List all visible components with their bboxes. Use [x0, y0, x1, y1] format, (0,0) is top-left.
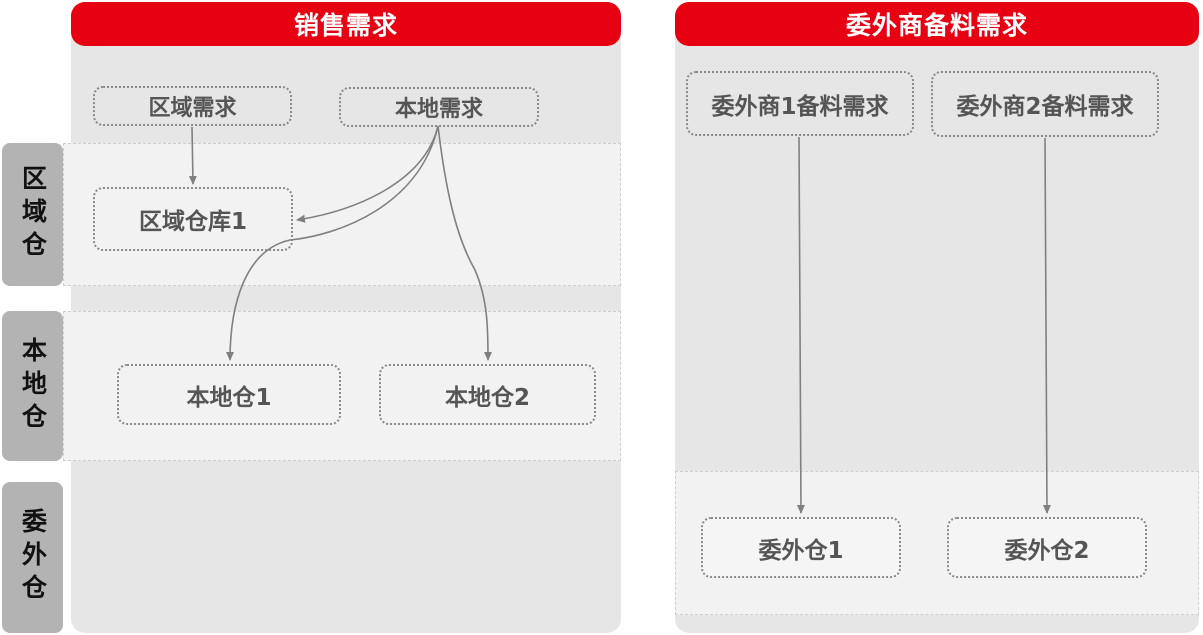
local-warehouse-1-node: 本地仓1: [117, 364, 341, 425]
regional-demand-node: 区域需求: [93, 86, 292, 126]
outsource-warehouse-2-label: 委外仓2: [1004, 537, 1090, 564]
vendor1-demand-node: 委外商1备料需求: [686, 71, 914, 136]
local-demand-label: 本地需求: [394, 97, 483, 122]
side-tab-local-label: 本地仓: [18, 336, 48, 436]
local-warehouse-2-node: 本地仓2: [379, 364, 596, 425]
side-tab-outsource-label: 委外仓: [18, 508, 48, 607]
regional-warehouse-1-node: 区域仓库1: [93, 187, 293, 251]
local-warehouse-2-label: 本地仓2: [444, 384, 530, 411]
regional-warehouse-1-label: 区域仓库1: [138, 209, 247, 235]
outsource-warehouse-1-node: 委外仓1: [701, 517, 901, 578]
side-tab-regional-label: 区域仓: [18, 165, 48, 264]
regional-demand-label: 区域需求: [148, 96, 237, 121]
sales-demand-header: 销售需求: [71, 2, 621, 46]
vendor2-demand-label: 委外商2备料需求: [956, 94, 1134, 120]
local-demand-node: 本地需求: [339, 87, 539, 127]
outsource-demand-header: 委外商备料需求: [675, 2, 1199, 46]
outsource-warehouse-1-label: 委外仓1: [758, 537, 844, 564]
sales-demand-title: 销售需求: [293, 11, 398, 40]
side-tab-outsource: 委外仓: [2, 482, 63, 633]
side-tab-local: 本地仓: [2, 311, 63, 461]
side-tab-regional: 区域仓: [2, 143, 63, 286]
local-warehouse-1-label: 本地仓1: [186, 384, 272, 411]
outsource-demand-title: 委外商备料需求: [845, 11, 1028, 40]
vendor1-demand-label: 委外商1备料需求: [711, 93, 889, 120]
outsource-warehouse-2-node: 委外仓2: [947, 517, 1147, 578]
vendor2-demand-node: 委外商2备料需求: [931, 71, 1159, 137]
